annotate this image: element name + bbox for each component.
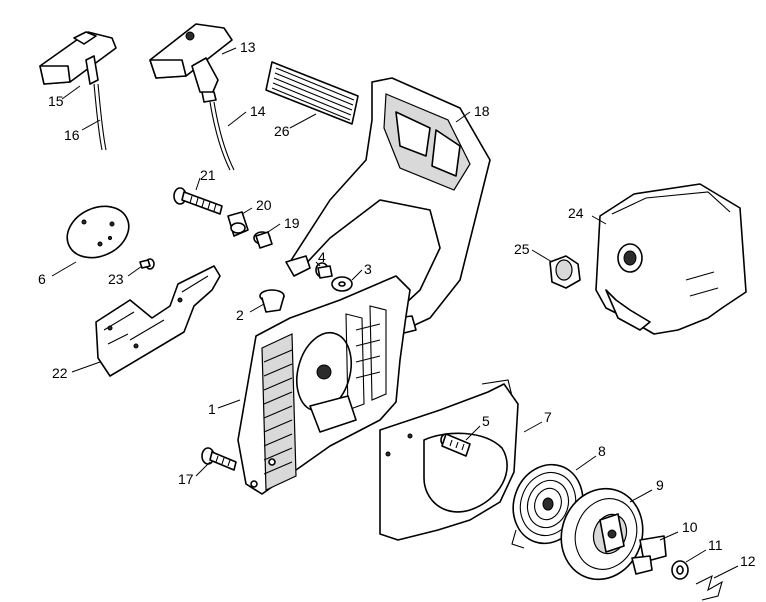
washer-part [331, 276, 353, 292]
callout-12: 12 [740, 553, 756, 569]
leader-lines [51, 47, 739, 579]
pin-part [440, 433, 471, 457]
rope-rotor-part [560, 487, 644, 581]
bolt-part [201, 447, 237, 471]
disc-part [66, 205, 130, 259]
callout-11: 11 [708, 537, 723, 553]
bolt-long-part [173, 187, 223, 215]
callout-6: 6 [38, 271, 46, 287]
callout-4: 4 [318, 249, 326, 265]
callout-8: 8 [598, 443, 606, 459]
washer-small-part [671, 560, 689, 580]
spring-clip-part [695, 574, 723, 601]
grommet-part [227, 211, 249, 237]
callout-22: 22 [52, 365, 68, 381]
screw-small-part [139, 258, 155, 270]
callout-17: 17 [178, 471, 194, 487]
callout-14: 14 [250, 103, 266, 119]
starter-grip-large-part [149, 23, 235, 171]
callout-20: 20 [256, 197, 272, 213]
sleeve-part [253, 231, 273, 249]
callout-9: 9 [656, 477, 664, 493]
callout-16: 16 [64, 127, 80, 143]
screen-part [265, 61, 359, 125]
callout-labels: 15 16 13 14 26 18 21 20 19 6 23 4 3 2 22… [38, 39, 756, 569]
callout-25: 25 [514, 241, 530, 257]
callout-21: 21 [200, 167, 216, 183]
plate-part [95, 265, 221, 377]
housing-part [237, 275, 411, 495]
nut-part [549, 255, 581, 289]
pawl-part [631, 535, 667, 575]
callout-23: 23 [108, 271, 124, 287]
plug-part [259, 289, 285, 313]
callout-18: 18 [474, 103, 490, 119]
starter-grip-small-part [39, 31, 117, 151]
callout-2: 2 [236, 307, 244, 323]
rewind-housing-part [379, 379, 519, 541]
callout-24: 24 [568, 205, 584, 221]
handguard-part [285, 77, 491, 335]
callout-26: 26 [274, 123, 290, 139]
callout-5: 5 [482, 413, 490, 429]
callout-15: 15 [48, 93, 64, 109]
cover-part [595, 183, 747, 335]
callout-10: 10 [682, 519, 698, 535]
callout-19: 19 [284, 215, 300, 231]
callout-7: 7 [544, 409, 552, 425]
callout-13: 13 [240, 39, 256, 55]
callout-3: 3 [364, 261, 372, 277]
screw-part [315, 262, 333, 279]
callout-1: 1 [208, 401, 216, 417]
